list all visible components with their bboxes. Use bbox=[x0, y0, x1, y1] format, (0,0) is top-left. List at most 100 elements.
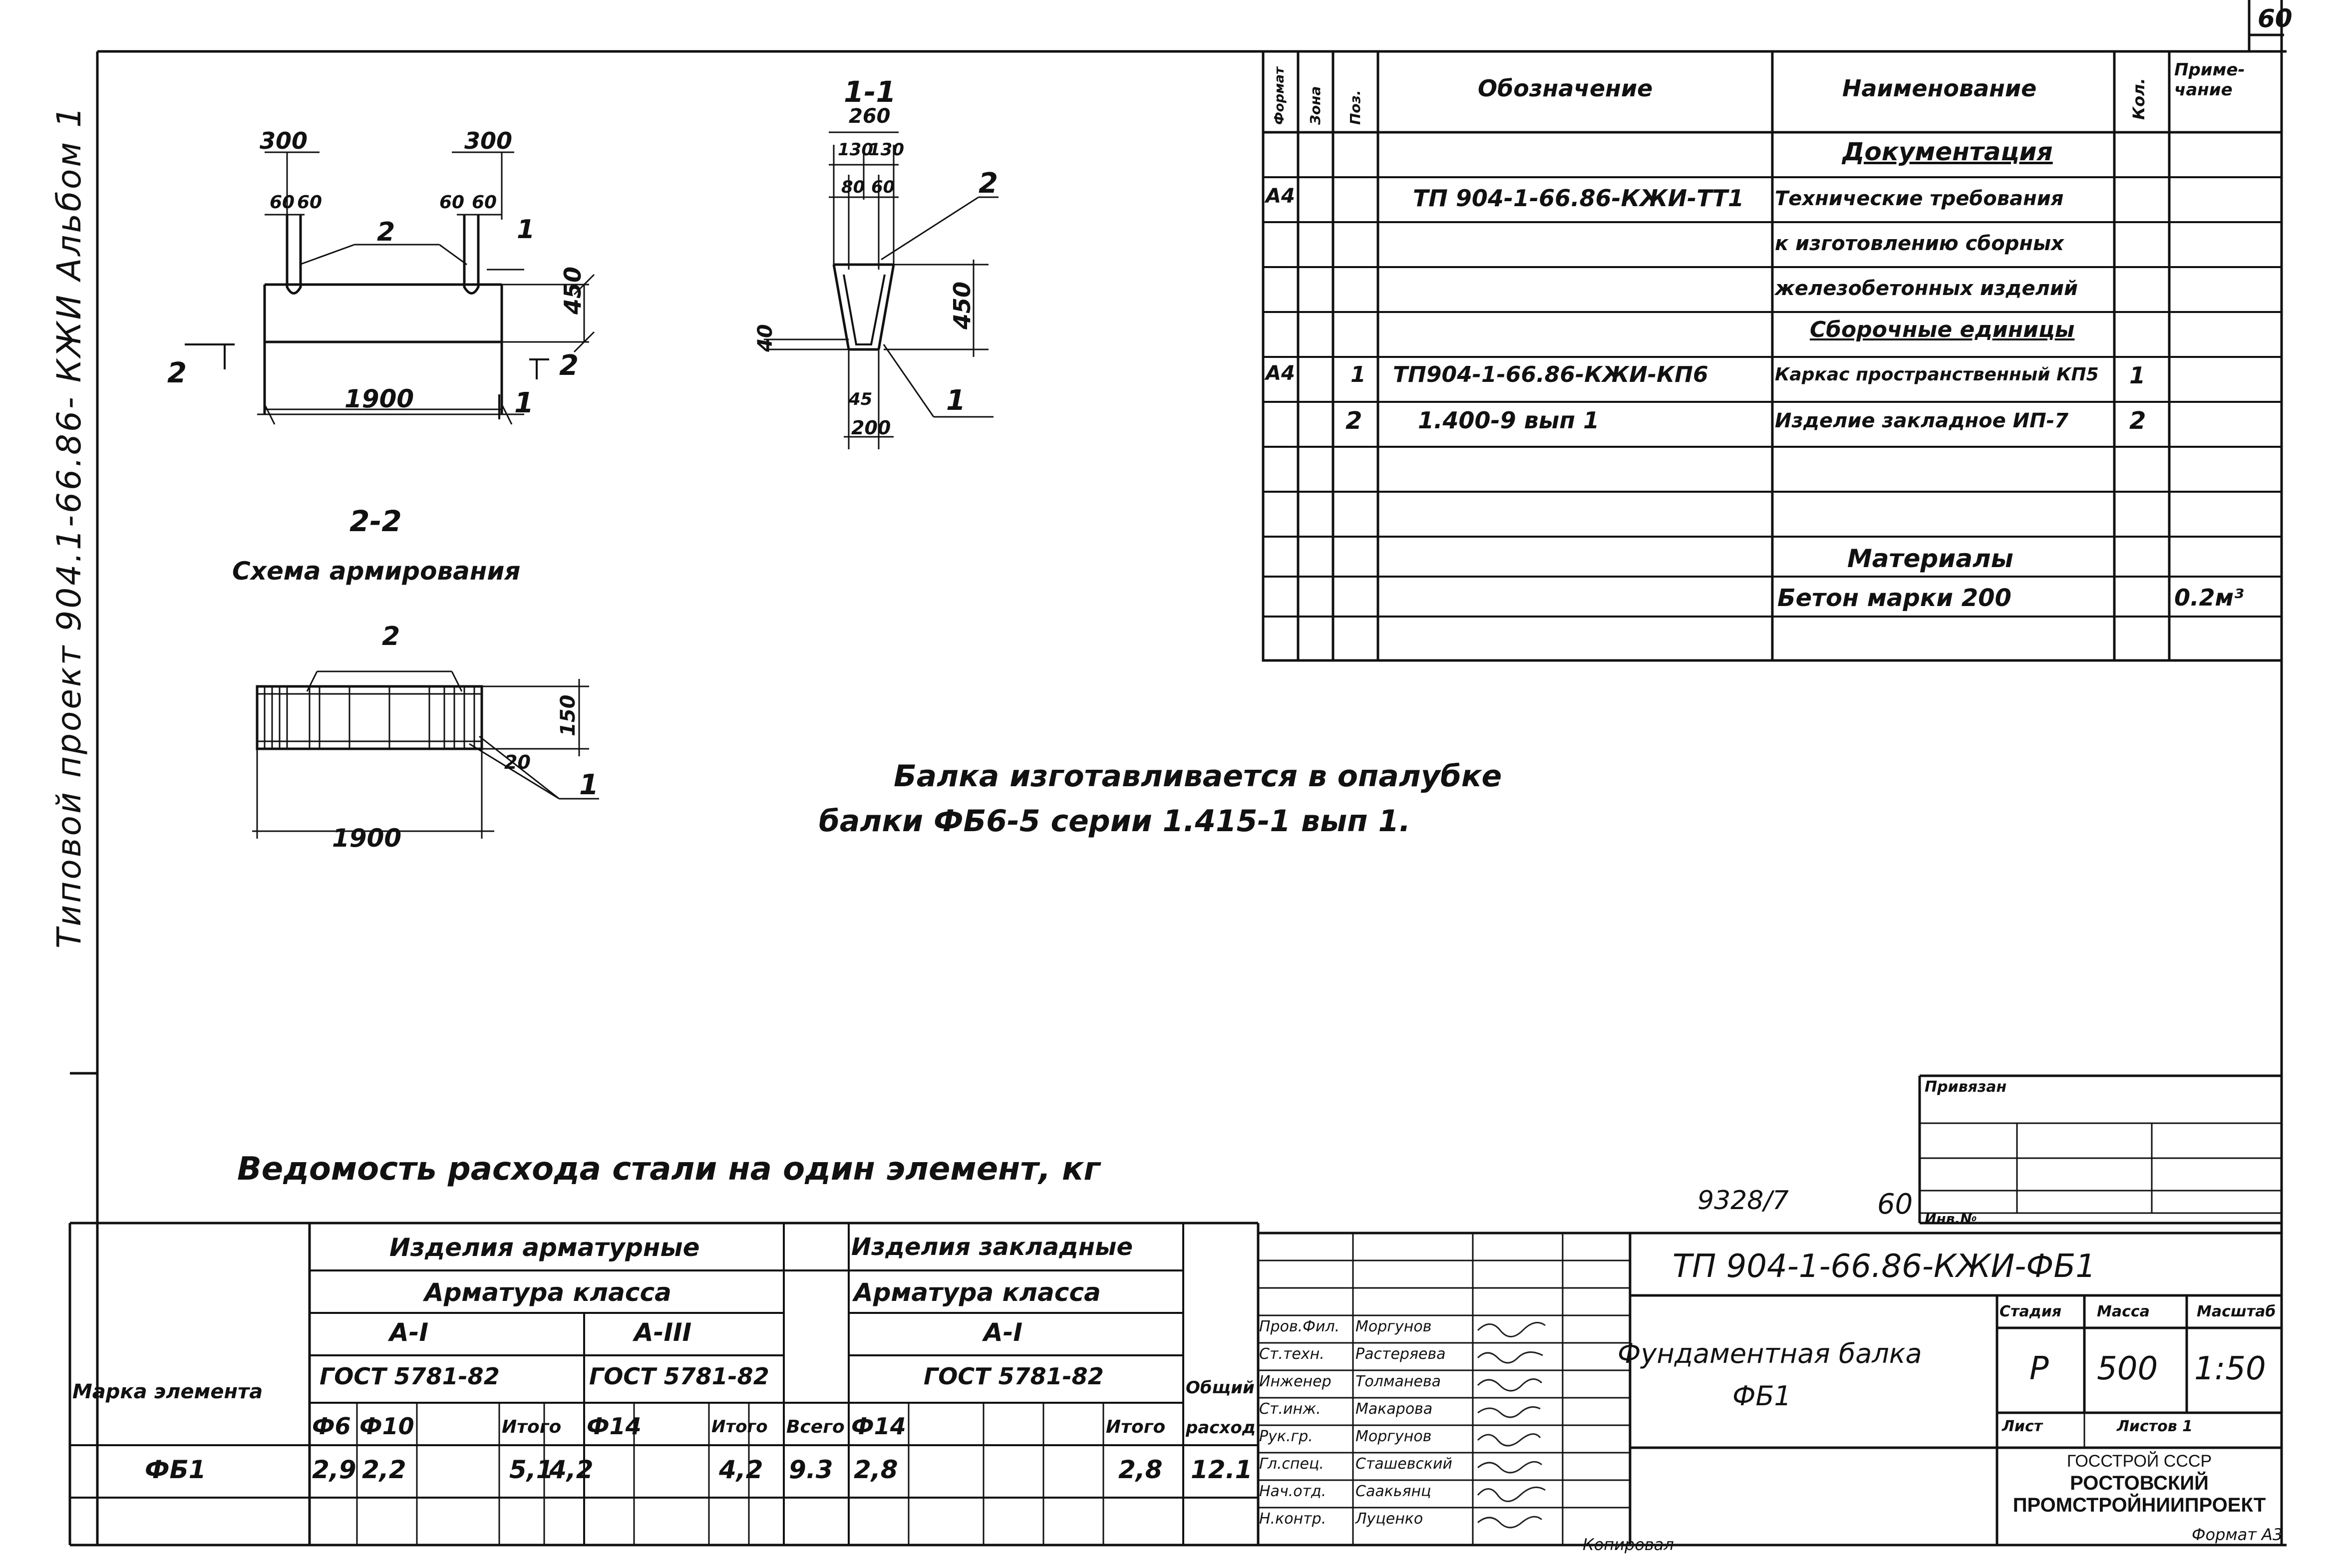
stamp-org: ГОССТРОЙ СССР РОСТОВСКИЙ ПРОМСТРОЙНИИПРО… bbox=[1997, 1450, 2282, 1516]
steel-row-itogo2: 4,2 bbox=[719, 1455, 763, 1484]
stamp-copied: Копировал bbox=[1583, 1535, 1674, 1554]
steel-row-itogo3: 2,8 bbox=[1118, 1455, 1163, 1484]
stamp-mass-label: Масса bbox=[2097, 1303, 2150, 1320]
spec-header-note: Приме-чание bbox=[2174, 60, 2245, 100]
signer-name-6: Саакьянц bbox=[1355, 1483, 1431, 1500]
signer-role-5: Гл.спец. bbox=[1259, 1455, 1324, 1473]
steel-row-d14e: 2,8 bbox=[854, 1455, 898, 1484]
spec-row-5-format: А4 bbox=[1266, 362, 1295, 385]
steel-group-embed: Изделия закладные bbox=[851, 1233, 1133, 1261]
spec-row-5-qty: 1 bbox=[2129, 362, 2146, 389]
plan-dim-20: 20 bbox=[504, 751, 531, 773]
plan-subtitle: Схема армирования bbox=[232, 557, 521, 586]
stamp-stage-label: Стадия bbox=[2000, 1303, 2062, 1320]
plan-title: 2-2 bbox=[349, 504, 402, 538]
signer-name-1: Растеряева bbox=[1355, 1345, 1446, 1363]
signer-name-3: Макарова bbox=[1355, 1400, 1433, 1418]
stamp-sheets-label: Листов 1 bbox=[2117, 1418, 2193, 1435]
spec-row-3-name: железобетонных изделий bbox=[1775, 277, 2078, 300]
section-pos-1: 1 bbox=[946, 384, 966, 417]
spec-row-5-pos: 1 bbox=[1350, 362, 1366, 387]
spec-row-1-format: А4 bbox=[1266, 185, 1295, 208]
elev-pos-1: 1 bbox=[517, 215, 535, 245]
section-dim-60: 60 bbox=[871, 177, 895, 197]
elev-dim-60-b: 60 bbox=[297, 192, 323, 213]
spec-row-9-name: Материалы bbox=[1847, 544, 2013, 573]
signer-name-4: Моргунов bbox=[1355, 1428, 1432, 1445]
signer-name-5: Сташевский bbox=[1355, 1455, 1453, 1473]
elev-dim-300-left: 300 bbox=[260, 127, 308, 154]
elev-cut-2-right: 2 bbox=[559, 349, 579, 382]
signer-name-2: Толманева bbox=[1355, 1373, 1441, 1390]
elev-dim-300-right: 300 bbox=[464, 127, 513, 154]
signer-role-3: Ст.инж. bbox=[1259, 1400, 1321, 1418]
elev-cut-1: 1 bbox=[514, 387, 534, 419]
stamp-stage: Р bbox=[2029, 1350, 2049, 1387]
stamp-privyazan: Привязан bbox=[1925, 1078, 2007, 1096]
spec-row-1-name: Технические требования bbox=[1775, 187, 2064, 210]
steel-gost-3: ГОСТ 5781-82 bbox=[924, 1363, 1104, 1390]
spec-row-6-qty: 2 bbox=[2129, 407, 2146, 435]
plan-pos-2: 2 bbox=[382, 622, 400, 651]
elev-cut-2-left: 2 bbox=[167, 357, 187, 389]
section-dim-80: 80 bbox=[841, 177, 865, 197]
section-title: 1-1 bbox=[844, 75, 896, 109]
stamp-doc-code: ТП 904-1-66.86-КЖИ-ФБ1 bbox=[1672, 1248, 2096, 1285]
steel-class-AI-embed: А-I bbox=[984, 1318, 1023, 1347]
stamp-org-line2: РОСТОВСКИЙ bbox=[2070, 1472, 2209, 1494]
spec-row-5-designation: ТП904-1-66.86-КЖИ-КП6 bbox=[1393, 362, 1708, 387]
spec-row-6-designation: 1.400-9 вып 1 bbox=[1418, 407, 1600, 434]
section-dim-130b: 130 bbox=[869, 140, 904, 160]
steel-gost-1: ГОСТ 5781-82 bbox=[320, 1363, 500, 1390]
steel-row-vsego: 9.3 bbox=[789, 1455, 833, 1484]
steel-title: Ведомость расхода стали на один элемент,… bbox=[237, 1151, 1100, 1188]
steel-sub-vsego: Всего bbox=[786, 1417, 845, 1437]
steel-sub-itogo2: Итого bbox=[711, 1417, 768, 1437]
signer-role-0: Пров.Фил. bbox=[1259, 1318, 1340, 1335]
stamp-inv-no: Инв.№ bbox=[1925, 1211, 1977, 1227]
signer-role-2: Инженер bbox=[1259, 1373, 1332, 1390]
spec-row-1-designation: ТП 904-1-66.86-КЖИ-ТТ1 bbox=[1413, 185, 1744, 212]
steel-sub-d14e: Ф14 bbox=[851, 1413, 906, 1440]
steel-reinf-class: Арматура класса bbox=[424, 1278, 671, 1307]
steel-row-total: 12.1 bbox=[1191, 1455, 1253, 1484]
signer-name-0: Моргунов bbox=[1355, 1318, 1432, 1335]
plan-dim-1900: 1900 bbox=[332, 824, 402, 853]
note-line-2: балки ФБ6-5 серии 1.415-1 вып 1. bbox=[819, 804, 1411, 839]
signer-role-7: Н.контр. bbox=[1259, 1510, 1327, 1528]
elev-dim-60-d: 60 bbox=[472, 192, 497, 213]
plan-pos-1: 1 bbox=[579, 769, 599, 801]
spec-row-5-name: Каркас пространственный КП5 bbox=[1775, 364, 2099, 385]
steel-row-itogo1: 5,1 bbox=[509, 1455, 554, 1484]
spec-row-2-name: к изготовлению сборных bbox=[1775, 232, 2064, 255]
stamp-sheet-code: 9328/7 bbox=[1697, 1186, 1789, 1216]
section-dim-260: 260 bbox=[849, 105, 891, 128]
steel-class-AI: А-I bbox=[389, 1318, 429, 1347]
steel-col-mark: Марка элемента bbox=[72, 1380, 263, 1403]
stamp-scale: 1:50 bbox=[2194, 1350, 2266, 1387]
elev-dim-60-a: 60 bbox=[270, 192, 295, 213]
steel-row-d10: 2,2 bbox=[362, 1455, 406, 1484]
stamp-title-line2: ФБ1 bbox=[1732, 1380, 1791, 1412]
stamp-title-line1: Фундаментная балка bbox=[1618, 1338, 1922, 1369]
page-number: 60 bbox=[2258, 4, 2293, 33]
stamp-sheet-num: 60 bbox=[1877, 1188, 1913, 1221]
steel-row-d14: 4,2 bbox=[549, 1455, 594, 1484]
signer-role-6: Нач.отд. bbox=[1259, 1483, 1327, 1500]
steel-class-AIII: А-III bbox=[634, 1318, 692, 1347]
stamp-mass: 500 bbox=[2097, 1350, 2158, 1387]
stamp-org-line3: ПРОМСТРОЙНИИПРОЕКТ bbox=[2012, 1494, 2266, 1516]
section-dim-130a: 130 bbox=[838, 140, 873, 160]
spec-row-0-name: Документация bbox=[1842, 137, 2053, 166]
spec-header-designation: Обозначение bbox=[1478, 75, 1653, 102]
stamp-sheet-label: Лист bbox=[2002, 1418, 2043, 1435]
steel-sub-itogo3: Итого bbox=[1106, 1417, 1166, 1437]
steel-gost-2: ГОСТ 5781-82 bbox=[589, 1363, 769, 1390]
spec-row-6-pos: 2 bbox=[1345, 407, 1362, 435]
section-dim-45: 45 bbox=[849, 389, 873, 409]
elev-pos-2: 2 bbox=[377, 217, 395, 247]
section-dim-200: 200 bbox=[851, 417, 891, 439]
stamp-format: Формат А3 bbox=[2192, 1525, 2283, 1544]
